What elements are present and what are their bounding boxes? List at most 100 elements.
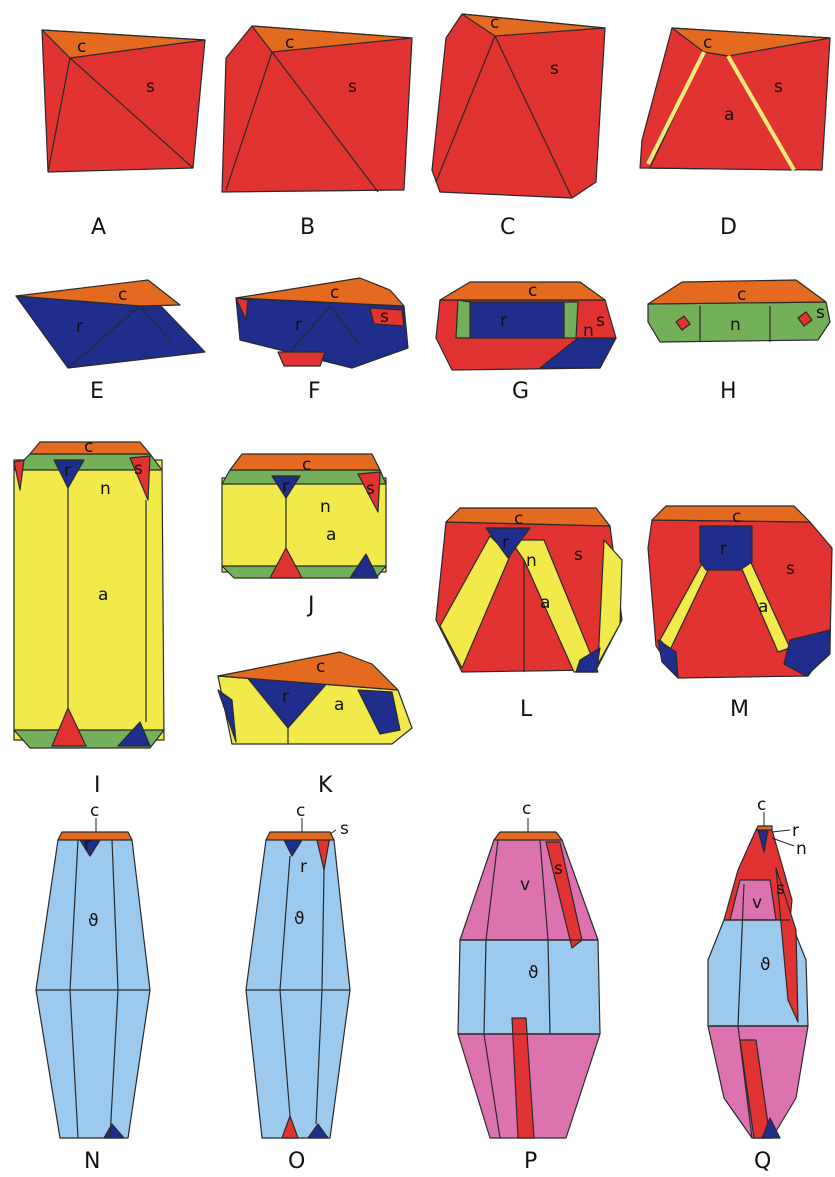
caption-O: O <box>288 1149 305 1174</box>
face-label-a: a <box>758 597 768 617</box>
face-n-right <box>564 302 578 338</box>
face-label-c: c <box>528 281 537 301</box>
face-label-s: s <box>348 77 357 97</box>
caption-F: F <box>308 379 321 404</box>
face-label-c: c <box>302 455 311 475</box>
face-label-r: r <box>282 687 289 707</box>
face-label-theta: ϑ <box>760 955 771 975</box>
face-label-c: c <box>490 13 499 33</box>
face-a <box>222 478 386 572</box>
face-n-left <box>456 300 470 338</box>
face-label-theta: ϑ <box>294 909 305 929</box>
crystal-B: c s <box>222 26 412 192</box>
face-label-s: s <box>134 459 143 479</box>
face-label-r: r <box>282 477 289 497</box>
face-label-n: n <box>796 839 807 859</box>
caption-K: K <box>318 773 333 798</box>
face-theta <box>36 834 150 1138</box>
crystal-J: c r n s a <box>222 454 386 578</box>
face-s-lower <box>278 352 325 366</box>
face-label-a: a <box>334 695 344 715</box>
face-c <box>440 282 605 300</box>
face-label-c: c <box>522 799 531 819</box>
face-label-s: s <box>550 59 559 79</box>
face-label-r: r <box>502 533 509 553</box>
face-label-c: c <box>296 801 305 821</box>
face-label-c: c <box>757 795 766 815</box>
caption-L: L <box>520 697 533 722</box>
crystal-L: c r n s a <box>436 508 622 672</box>
caption-G: G <box>512 379 529 404</box>
face-label-c: c <box>514 509 523 529</box>
crystal-O: c s r ϑ <box>246 801 350 1138</box>
face-c <box>266 832 334 840</box>
face-label-s: s <box>380 307 389 327</box>
face-label-n: n <box>320 497 331 517</box>
crystal-A: c s <box>42 30 205 172</box>
face-label-s: s <box>816 303 825 323</box>
face-label-v: v <box>752 893 762 913</box>
face-c <box>652 506 810 522</box>
crystal-D: c s a <box>640 28 830 170</box>
face-label-s: s <box>366 479 375 499</box>
caption-N: N <box>84 1149 100 1174</box>
face-theta <box>246 834 350 1138</box>
face-label-s: s <box>774 77 783 97</box>
face-label-c: c <box>330 283 339 303</box>
face-label-r: r <box>295 315 302 335</box>
face-c <box>58 832 132 840</box>
face-label-r: r <box>84 835 91 855</box>
face-a <box>14 460 164 740</box>
face-label-a: a <box>98 585 108 605</box>
face-label-c: c <box>84 437 93 457</box>
face-label-a: a <box>540 593 550 613</box>
caption-J: J <box>306 593 315 618</box>
caption-P: P <box>524 1149 537 1174</box>
crystal-N: c r ϑ <box>36 801 150 1138</box>
caption-C: C <box>500 215 515 240</box>
face-label-v: v <box>520 875 530 895</box>
face-label-c: c <box>703 33 712 53</box>
face-label-theta: ϑ <box>88 911 99 931</box>
face-label-c: c <box>118 285 127 305</box>
crystal-M: c r s a <box>648 506 832 678</box>
face-label-a: a <box>724 105 734 125</box>
face-label-r: r <box>500 311 507 331</box>
face-label-r: r <box>76 317 83 337</box>
face-label-s: s <box>554 859 563 879</box>
crystal-F: c r s <box>236 278 408 368</box>
face-label-s: s <box>340 819 349 839</box>
crystal-P: c s v ϑ <box>458 799 600 1138</box>
face-label-s: s <box>596 311 605 331</box>
face-label-s: s <box>786 559 795 579</box>
face-label-c: c <box>77 37 86 57</box>
caption-D: D <box>720 215 737 240</box>
crystal-I: c r n s a <box>14 437 164 748</box>
caption-E: E <box>90 379 104 404</box>
face-label-n: n <box>100 479 111 499</box>
face-label-theta: ϑ <box>528 963 539 983</box>
face-label-r: r <box>792 821 799 841</box>
face-label-n: n <box>730 315 741 335</box>
face-label-s: s <box>146 77 155 97</box>
face-label-r: r <box>64 461 71 481</box>
face-label-n: n <box>526 551 537 571</box>
crystal-C: c s <box>432 13 605 198</box>
face-label-n: n <box>583 321 594 341</box>
caption-M: M <box>730 697 749 722</box>
face-theta <box>458 940 600 1034</box>
face-label-c: c <box>737 285 746 305</box>
caption-Q: Q <box>754 1149 771 1174</box>
crystal-E: c r <box>16 280 205 368</box>
face-label-c: c <box>90 801 99 821</box>
face-label-c: c <box>732 507 741 527</box>
crystal-Q: c r n v s ϑ <box>708 795 808 1138</box>
face-label-a: a <box>326 525 336 545</box>
face-label-s: s <box>776 879 785 899</box>
face-label-c: c <box>316 657 325 677</box>
face-label-r: r <box>720 539 727 559</box>
caption-A: A <box>91 215 106 240</box>
caption-I: I <box>94 773 101 798</box>
face-s <box>432 14 605 198</box>
